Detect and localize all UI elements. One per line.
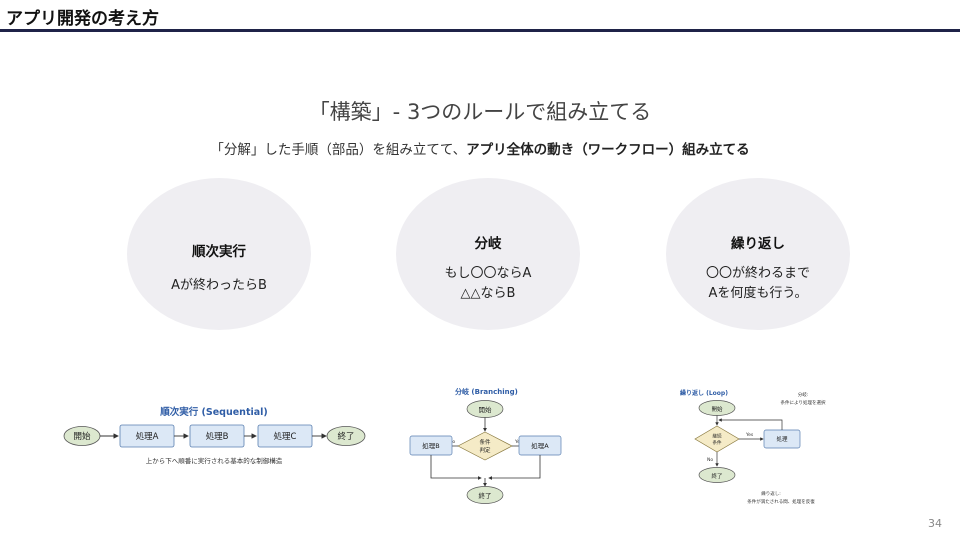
loop-end-node: [698, 467, 736, 483]
branching-start-label: 開始: [479, 405, 493, 414]
branching-process-b-label: 処理B: [422, 441, 439, 450]
loop-caption: 条件が満たされる間、処理を反復: [747, 498, 815, 505]
branching-end-node: [466, 486, 504, 504]
loop-start-label: 開始: [711, 405, 723, 413]
sequential-diagram: 順次実行 (Sequential) 開始 処理A 処理B 処理C 終了 上から下…: [63, 406, 366, 465]
branching-process-a-label: 処理A: [531, 441, 549, 450]
sequential-step-a-label: 処理A: [136, 431, 159, 442]
subtitle-bold: アプリ全体の動き（ワークフロー）組み立てる: [466, 142, 750, 158]
loop-end-label: 終了: [711, 472, 722, 480]
rule-circle-loop: 繰り返し 〇〇が終わるまで Aを何度も行う。: [666, 178, 850, 330]
branching-yes-label: Yes: [514, 439, 523, 445]
loop-no-label: No: [707, 457, 713, 463]
branching-end-label: 終了: [479, 491, 492, 500]
loop-note: 条件により処理を選択: [781, 399, 826, 406]
branching-condition-label: 条件: [479, 438, 491, 446]
rule-body-line: 〇〇が終わるまで: [705, 266, 810, 281]
rule-body: 〇〇が終わるまで Aを何度も行う。: [666, 264, 850, 304]
rule-title: 繰り返し: [731, 236, 785, 252]
header-rule: [0, 29, 960, 32]
rule-title: 分岐: [474, 236, 502, 252]
rule-body-line: Aが終わったらB: [171, 278, 267, 293]
sequential-end-node: [326, 426, 366, 446]
rule-body: Aが終わったらB: [127, 276, 311, 296]
branching-decision-node: [457, 431, 513, 461]
branching-diagram: 分岐 (Branching) 開始 条件 判定 No Yes 処理B 処理A 終…: [409, 387, 562, 504]
loop-back-arrow: [718, 418, 783, 430]
rule-circle-sequential: 順次実行 Aが終わったらB: [127, 178, 311, 330]
main-title: 「構築」- 3つのルールで組み立てる: [308, 100, 652, 124]
sequential-start-label: 開始: [73, 431, 91, 442]
rule-circle-branching: 分岐 もし〇〇ならA △△ならB: [396, 178, 580, 330]
loop-process-label: 処理: [776, 435, 788, 443]
branching-arrow: [488, 455, 541, 480]
sequential-end-label: 終了: [337, 431, 354, 442]
sequential-step-c-label: 処理C: [274, 431, 297, 442]
rule-body: もし〇〇ならA △△ならB: [396, 264, 580, 304]
subtitle: 「分解」した手順（部品）を組み立てて、アプリ全体の動き（ワークフロー）組み立てる: [0, 138, 960, 158]
rule-body-line: もし〇〇ならA: [444, 266, 532, 281]
branching-arrow: [430, 455, 482, 480]
branching-title: 分岐 (Branching): [455, 387, 518, 396]
sequential-step-b-label: 処理B: [206, 431, 229, 442]
loop-caption: 繰り返し:: [761, 490, 781, 497]
subtitle-normal: 「分解」した手順（部品）を組み立てて、: [210, 142, 467, 158]
page-number: 34: [928, 517, 942, 530]
loop-condition-label: 条件: [713, 439, 722, 446]
sequential-caption: 上から下へ順番に実行される基本的な制御構造: [146, 456, 283, 465]
loop-yes-label: Yes: [745, 432, 754, 438]
loop-condition-label: 継続: [713, 433, 722, 440]
rule-body-line: Aを何度も行う。: [708, 286, 808, 301]
loop-title: 繰り返し (Loop): [680, 389, 728, 397]
rule-title: 順次実行: [192, 244, 246, 260]
sequential-title: 順次実行 (Sequential): [159, 406, 268, 418]
rule-body-line: △△ならB: [460, 286, 516, 301]
loop-note: 分岐:: [798, 391, 809, 398]
branching-condition-label: 判定: [479, 446, 491, 454]
loop-diagram: 繰り返し (Loop) 分岐: 条件により処理を選択 開始 継続 条件 Yes …: [680, 389, 826, 505]
header-title: アプリ開発の考え方: [6, 9, 159, 29]
